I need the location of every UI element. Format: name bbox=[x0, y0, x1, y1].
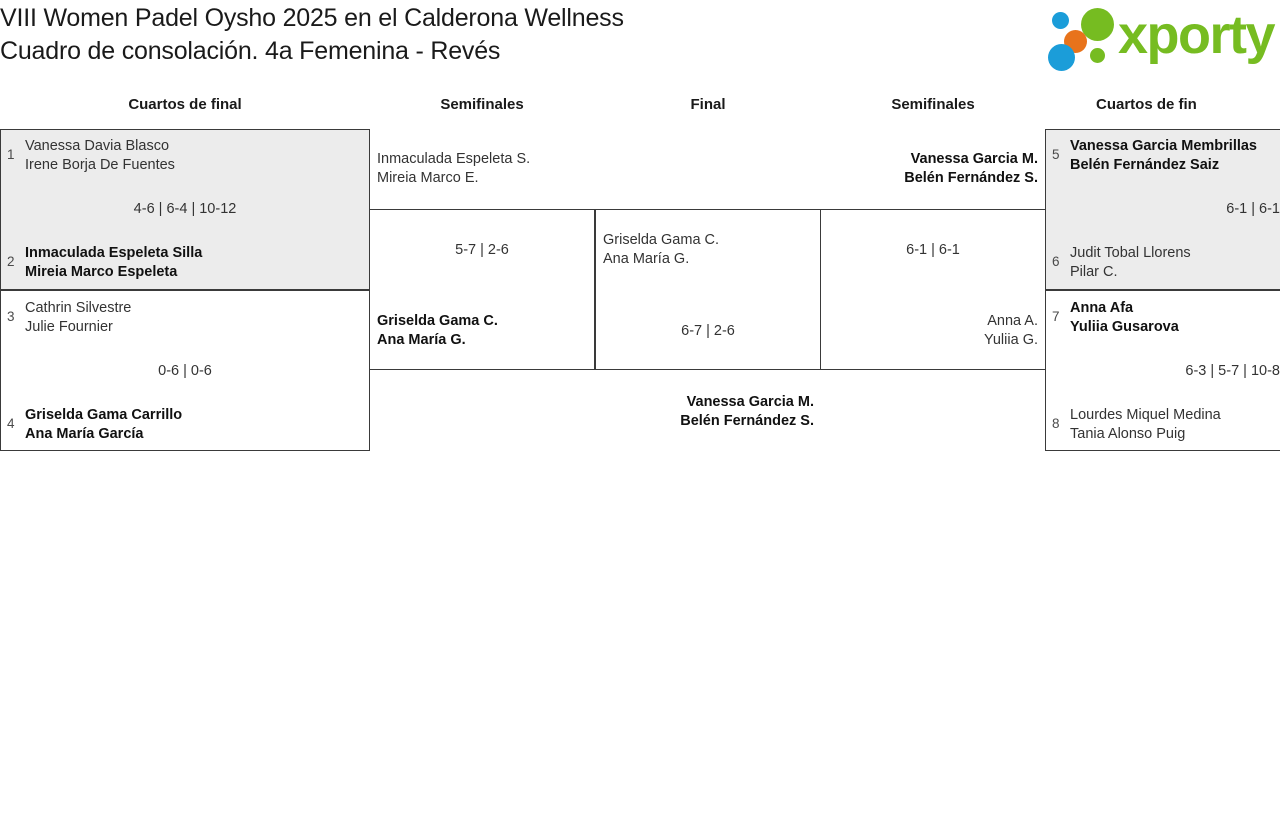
team-final-left: Griselda Gama C. Ana María G. bbox=[603, 231, 818, 269]
logo-dot-green-large bbox=[1081, 8, 1114, 41]
seed-number-2: 2 bbox=[7, 254, 15, 269]
team-left-qf-2-top: Cathrin Silvestre Julie Fournier bbox=[25, 299, 355, 337]
team-right-qf-2-top: Anna Afa Yuliia Gusarova bbox=[1070, 299, 1280, 337]
team-right-sf-top: Vanessa Garcia M. Belén Fernández S. bbox=[824, 150, 1038, 188]
round-header-left-quarterfinals: Cuartos de final bbox=[128, 96, 242, 113]
logo-dots-icon bbox=[1046, 6, 1124, 71]
player-name: Griselda Gama C. bbox=[603, 232, 720, 248]
player-name: Ana María García bbox=[25, 426, 144, 442]
player-name: Mireia Marco E. bbox=[377, 170, 479, 186]
team-left-qf-2-bottom: Griselda Gama Carrillo Ana María García bbox=[25, 406, 355, 444]
player-name: Pilar C. bbox=[1070, 264, 1118, 280]
player-name: Inmaculada Espeleta Silla bbox=[25, 245, 203, 261]
match-box-left-semifinal[interactable] bbox=[369, 209, 595, 370]
player-name: Yuliia Gusarova bbox=[1070, 319, 1179, 335]
player-name: Cathrin Silvestre bbox=[25, 300, 132, 316]
score-left-qf-2: 0-6 | 0-6 bbox=[158, 363, 212, 379]
seed-number-5: 5 bbox=[1052, 147, 1060, 162]
match-box-right-qf-2[interactable] bbox=[1045, 290, 1280, 451]
player-name: Julie Fournier bbox=[25, 319, 113, 335]
player-name: Judit Tobal Llorens bbox=[1070, 245, 1191, 261]
player-name: Tania Alonso Puig bbox=[1070, 426, 1186, 442]
score-right-qf-2: 6-3 | 5-7 | 10-8 bbox=[1185, 363, 1280, 379]
team-left-qf-1-top: Vanessa Davia Blasco Irene Borja De Fuen… bbox=[25, 137, 355, 175]
logo-wordmark: xporty bbox=[1118, 5, 1276, 65]
xporty-logo[interactable]: xporty bbox=[1046, 4, 1278, 71]
match-box-left-qf-2[interactable] bbox=[0, 290, 370, 451]
team-right-qf-1-bottom: Judit Tobal Llorens Pilar C. bbox=[1070, 244, 1280, 282]
player-name: Vanessa Garcia M. bbox=[910, 151, 1038, 167]
seed-number-6: 6 bbox=[1052, 254, 1060, 269]
player-name: Vanessa Garcia M. bbox=[686, 394, 814, 410]
player-name: Lourdes Miquel Medina bbox=[1070, 407, 1221, 423]
player-name: Griselda Gama Carrillo bbox=[25, 407, 183, 423]
round-header-right-semifinals: Semifinales bbox=[891, 96, 975, 113]
score-final: 6-7 | 2-6 bbox=[681, 323, 735, 339]
team-right-qf-2-bottom: Lourdes Miquel Medina Tania Alonso Puig bbox=[1070, 406, 1280, 444]
title-line-2: Cuadro de consolación. 4a Femenina - Rev… bbox=[0, 37, 501, 65]
player-name: Belén Fernández Saiz bbox=[1070, 157, 1220, 173]
match-box-left-qf-1[interactable] bbox=[0, 129, 370, 290]
player-name: Ana María G. bbox=[603, 251, 690, 267]
seed-number-1: 1 bbox=[7, 147, 15, 162]
player-name: Anna Afa bbox=[1070, 300, 1134, 316]
player-name: Mireia Marco Espeleta bbox=[25, 264, 178, 280]
player-name: Griselda Gama C. bbox=[377, 313, 498, 329]
round-header-right-quarterfinals: Cuartos de fin bbox=[1096, 96, 1197, 113]
team-right-qf-1-top: Vanessa Garcia Membrillas Belén Fernánde… bbox=[1070, 137, 1280, 175]
logo-dot-blue-small bbox=[1052, 12, 1069, 29]
match-box-right-qf-1[interactable] bbox=[1045, 129, 1280, 290]
score-left-semifinal: 5-7 | 2-6 bbox=[455, 242, 509, 258]
team-left-qf-1-bottom: Inmaculada Espeleta Silla Mireia Marco E… bbox=[25, 244, 355, 282]
round-header-final: Final bbox=[690, 96, 726, 113]
team-left-sf-bottom: Griselda Gama C. Ana María G. bbox=[377, 312, 592, 350]
team-final-champion: Vanessa Garcia M. Belén Fernández S. bbox=[600, 393, 814, 431]
player-name: Yuliia G. bbox=[984, 332, 1038, 348]
player-name: Belén Fernández S. bbox=[904, 170, 1038, 186]
logo-dot-blue-large bbox=[1048, 44, 1075, 71]
seed-number-7: 7 bbox=[1052, 309, 1060, 324]
player-name: Ana María G. bbox=[377, 332, 466, 348]
logo-dot-green-small bbox=[1090, 48, 1105, 63]
player-name: Vanessa Davia Blasco bbox=[25, 138, 170, 154]
player-name: Belén Fernández S. bbox=[680, 413, 814, 429]
score-left-qf-1: 4-6 | 6-4 | 10-12 bbox=[133, 201, 237, 217]
team-left-sf-top: Inmaculada Espeleta S. Mireia Marco E. bbox=[377, 150, 592, 188]
player-name: Vanessa Garcia Membrillas bbox=[1070, 138, 1257, 154]
player-name: Anna A. bbox=[987, 313, 1038, 329]
team-right-sf-bottom: Anna A. Yuliia G. bbox=[824, 312, 1038, 350]
score-right-semifinal: 6-1 | 6-1 bbox=[906, 242, 960, 258]
page-title: VIII Women Padel Oysho 2025 en el Calder… bbox=[0, 2, 900, 68]
title-line-1: VIII Women Padel Oysho 2025 en el Calder… bbox=[0, 4, 624, 32]
round-header-left-semifinals: Semifinales bbox=[440, 96, 524, 113]
player-name: Inmaculada Espeleta S. bbox=[377, 151, 531, 167]
seed-number-4: 4 bbox=[7, 416, 15, 431]
player-name: Irene Borja De Fuentes bbox=[25, 157, 175, 173]
seed-number-8: 8 bbox=[1052, 416, 1060, 431]
seed-number-3: 3 bbox=[7, 309, 15, 324]
score-right-qf-1: 6-1 | 6-1 bbox=[1226, 201, 1280, 217]
